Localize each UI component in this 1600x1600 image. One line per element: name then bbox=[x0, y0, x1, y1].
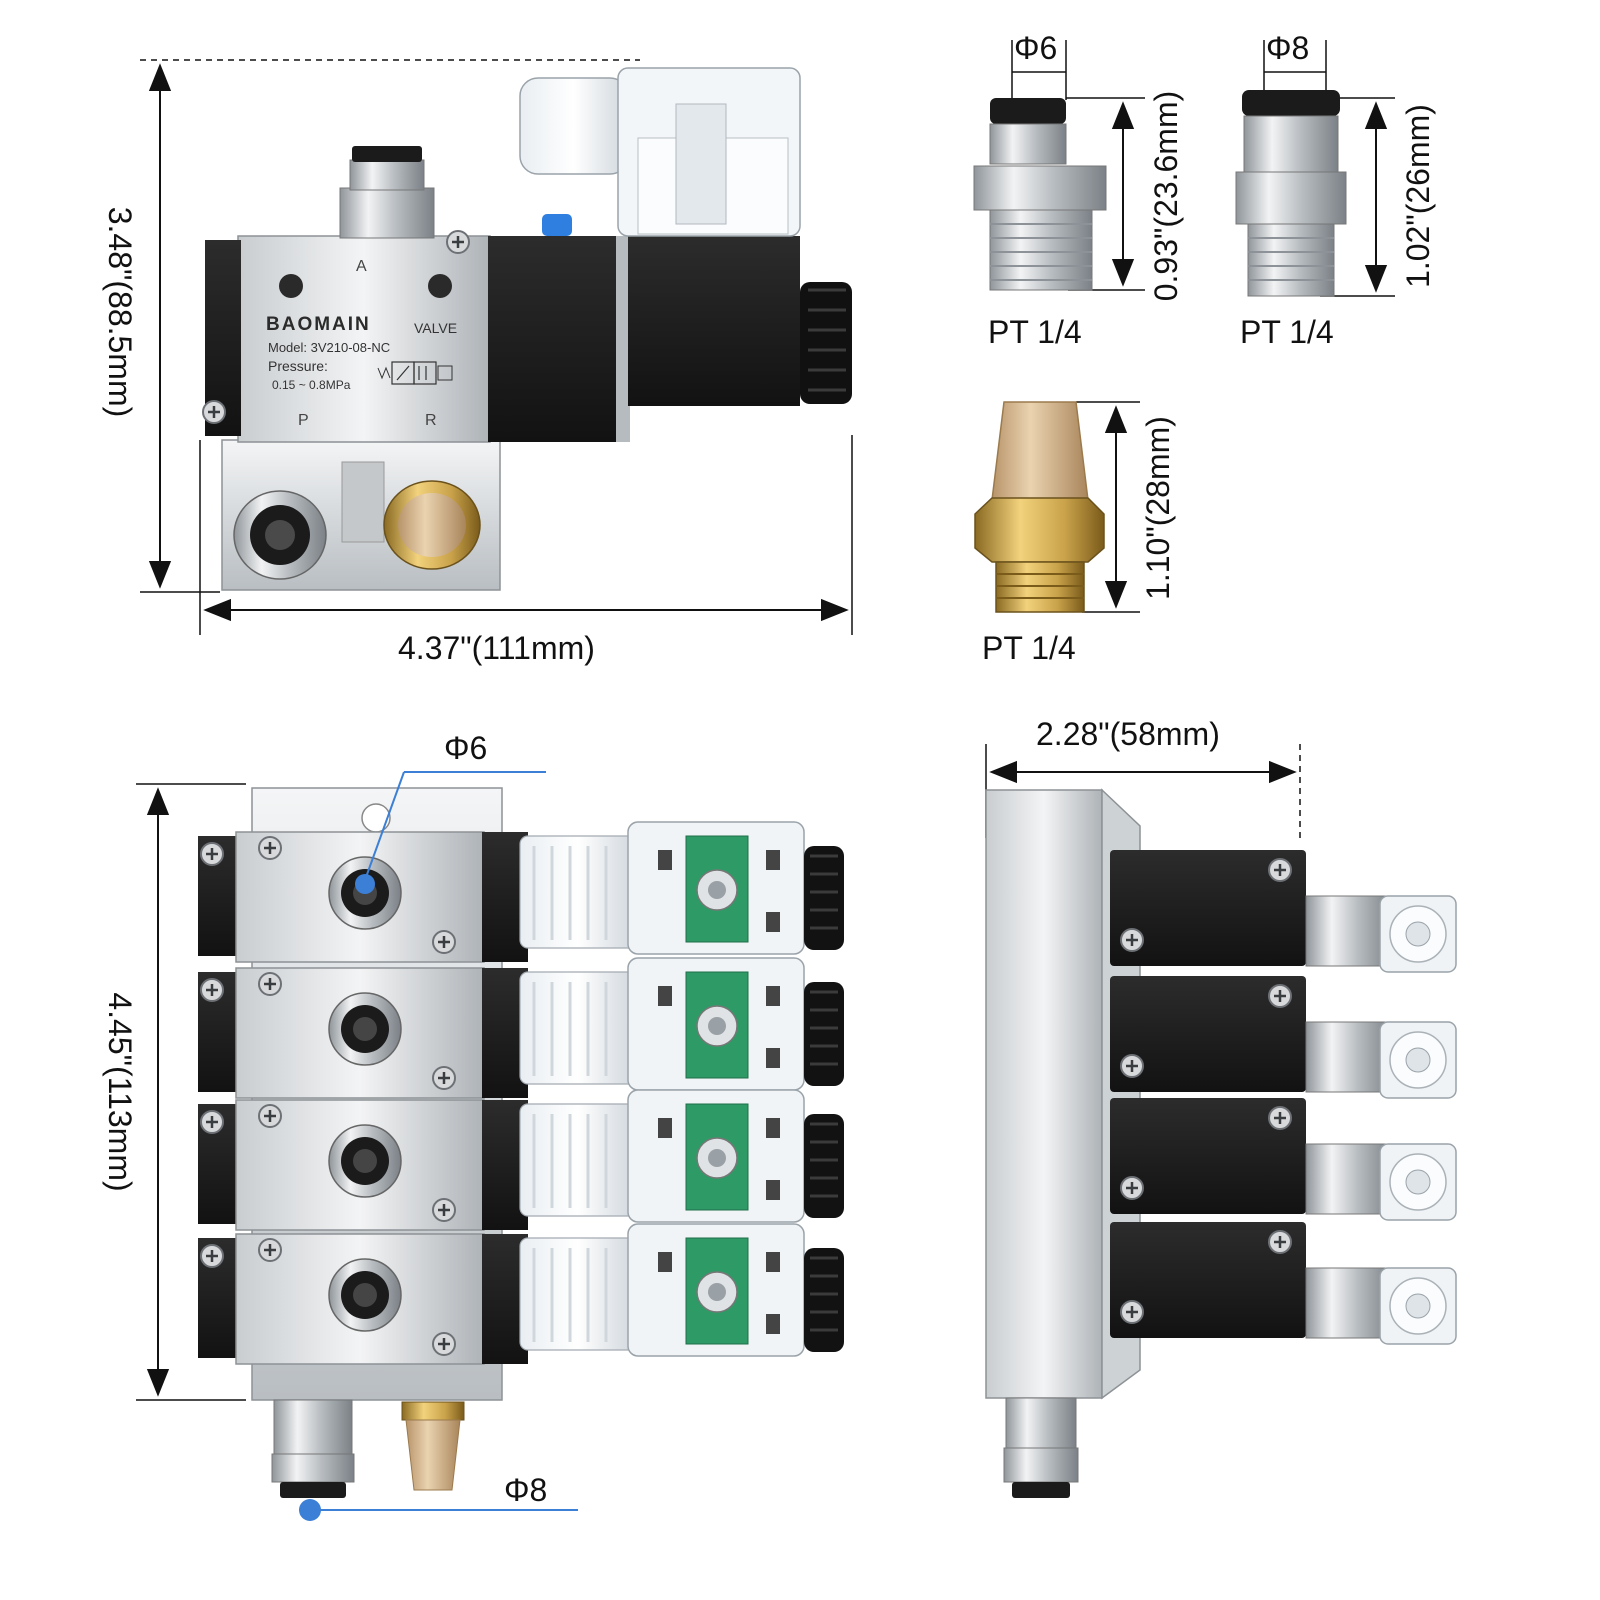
pressure-label-mark: Pressure: bbox=[268, 358, 328, 374]
fitting-6-height: 0.93"(23.6mm) bbox=[1148, 90, 1184, 302]
manifold-depth-label: 2.28"(58mm) bbox=[1036, 716, 1220, 752]
manifold-height-label: 4.45"(113mm) bbox=[102, 992, 138, 1192]
top-fitting-icon bbox=[352, 146, 422, 162]
phillips-screw-icon bbox=[445, 229, 471, 255]
single-height-label: 3.48"(88.5mm) bbox=[102, 206, 138, 418]
outlet-callout-dot bbox=[355, 874, 375, 894]
port-r-mark: R bbox=[425, 412, 437, 429]
coil-icon bbox=[628, 236, 800, 406]
port-p-mark: P bbox=[298, 412, 309, 429]
muffler-thread: PT 1/4 bbox=[982, 630, 1076, 666]
fitting-6-thread: PT 1/4 bbox=[988, 314, 1082, 350]
inlet-callout-dot bbox=[299, 1499, 321, 1521]
single-valve-illustration bbox=[140, 59, 853, 635]
fitting-8-illustration bbox=[1235, 40, 1395, 297]
model-mark: Model: 3V210-08-NC bbox=[268, 340, 391, 355]
port-a-mark: A bbox=[356, 258, 367, 275]
side-inlet-icon bbox=[1012, 1482, 1070, 1498]
fitting-6-icon bbox=[990, 98, 1066, 124]
manifold-side-illustration bbox=[985, 744, 1457, 1498]
muffler-illustration bbox=[974, 401, 1140, 613]
single-width-label: 4.37"(111mm) bbox=[398, 630, 595, 666]
muffler-icon bbox=[991, 401, 1089, 501]
valve-symbol-icon bbox=[377, 361, 453, 385]
fitting-8-height: 1.02"(26mm) bbox=[1400, 104, 1436, 288]
manifold-muffler-icon bbox=[405, 1419, 461, 1491]
manifold-inlet-diameter: Φ8 bbox=[504, 1472, 548, 1508]
muffler-height: 1.10"(28mm) bbox=[1140, 416, 1176, 600]
fitting-6-diameter: Φ6 bbox=[1014, 30, 1058, 66]
manifold-front-illustration bbox=[136, 771, 844, 1521]
fitting-8-thread: PT 1/4 bbox=[1240, 314, 1334, 350]
manifold-outlet-diameter: Φ6 bbox=[444, 730, 488, 766]
fitting-8-diameter: Φ8 bbox=[1266, 30, 1310, 66]
brand-mark: BAOMAIN bbox=[266, 314, 371, 335]
fitting-6-illustration bbox=[973, 40, 1145, 291]
manifold-inlet-icon bbox=[280, 1482, 346, 1498]
valve-type-mark: VALVE bbox=[414, 320, 458, 336]
pressure-range-mark: 0.15 ~ 0.8MPa bbox=[272, 378, 351, 392]
fitting-8-icon bbox=[1242, 90, 1340, 116]
